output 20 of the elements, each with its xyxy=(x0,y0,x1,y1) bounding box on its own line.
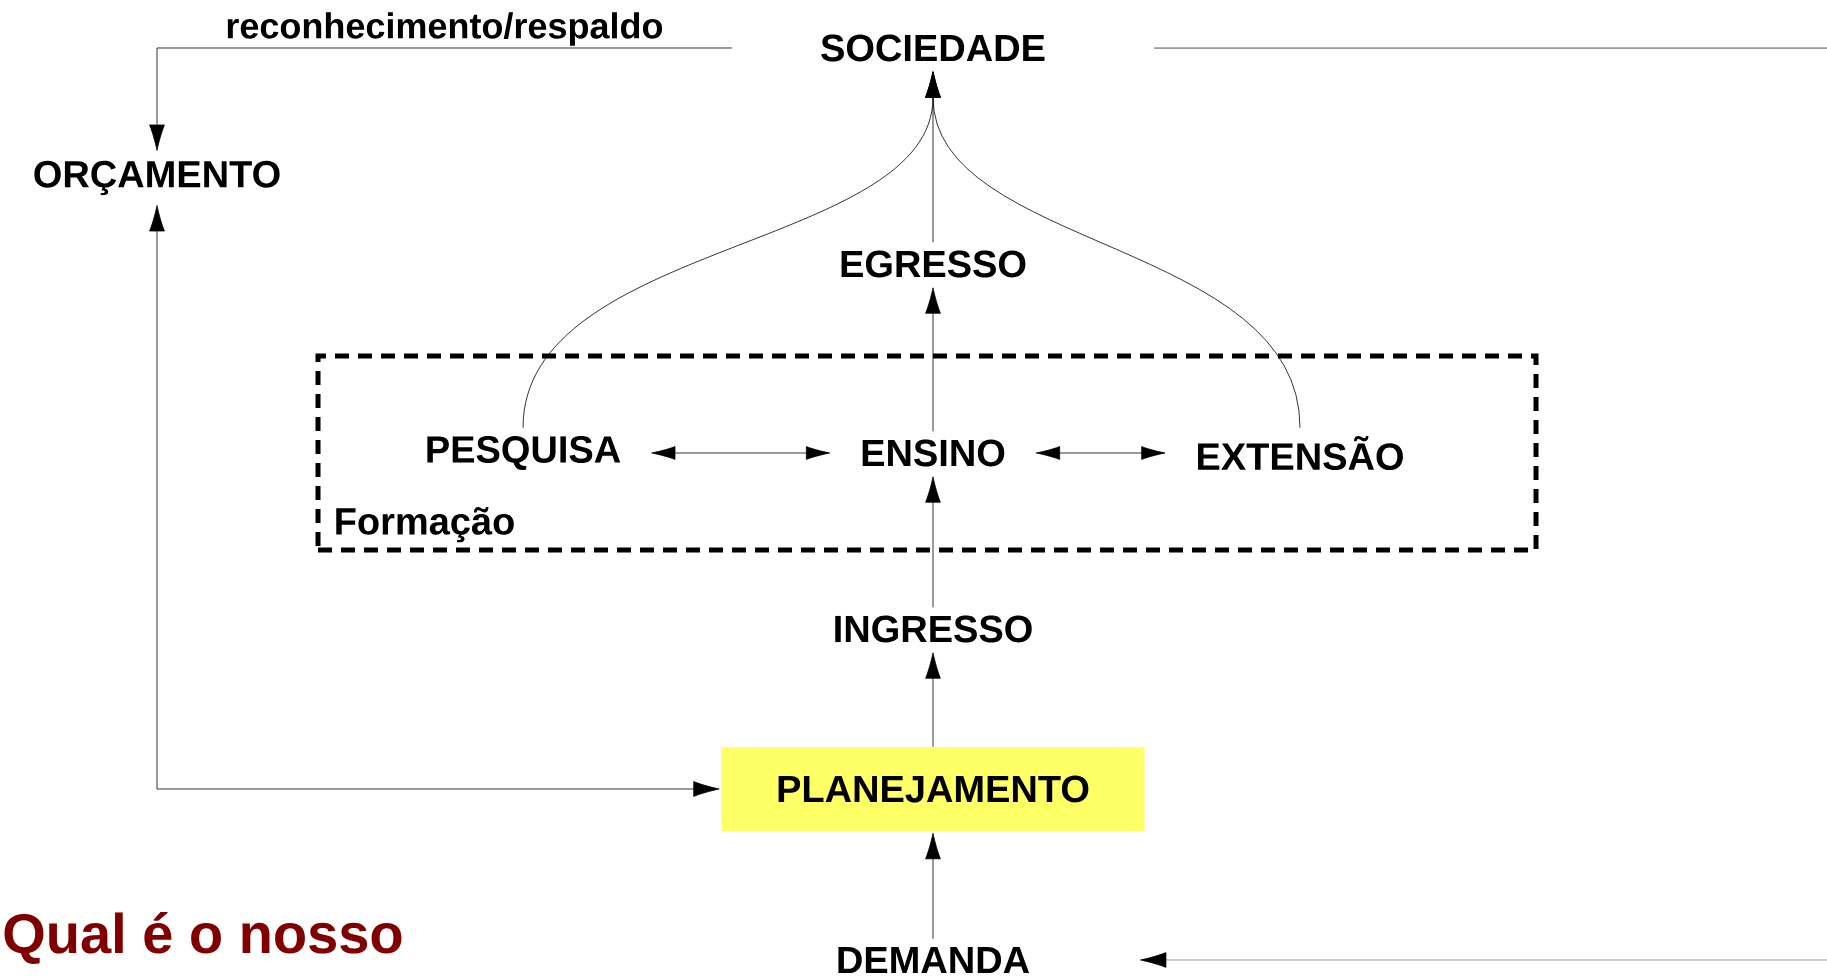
process-box: PLANEJAMENTO xyxy=(721,747,1145,831)
node-label: ORÇAMENTO xyxy=(34,160,280,196)
node-label: PESQUISA xyxy=(427,436,621,470)
arrow xyxy=(149,205,720,797)
arrow xyxy=(925,832,941,940)
node-label: ENSINO xyxy=(862,439,1005,467)
arrow xyxy=(925,476,941,608)
node-label: DEMANDA xyxy=(838,946,1030,974)
arrow xyxy=(925,287,941,432)
node-label: EGRESSO xyxy=(841,250,1026,278)
heading-text: Qual é o nosso xyxy=(4,911,402,965)
node-label: INGRESSO xyxy=(835,615,1032,643)
edge-label: reconhecimento/respaldo xyxy=(227,12,663,46)
node-label: SOCIEDADE xyxy=(821,34,1045,62)
arrow xyxy=(149,47,733,151)
node-label: EXTENSÃO xyxy=(1198,435,1403,471)
arrow xyxy=(925,71,1301,429)
arrow xyxy=(1035,446,1166,460)
arrow xyxy=(651,446,831,460)
arrow xyxy=(925,652,941,748)
